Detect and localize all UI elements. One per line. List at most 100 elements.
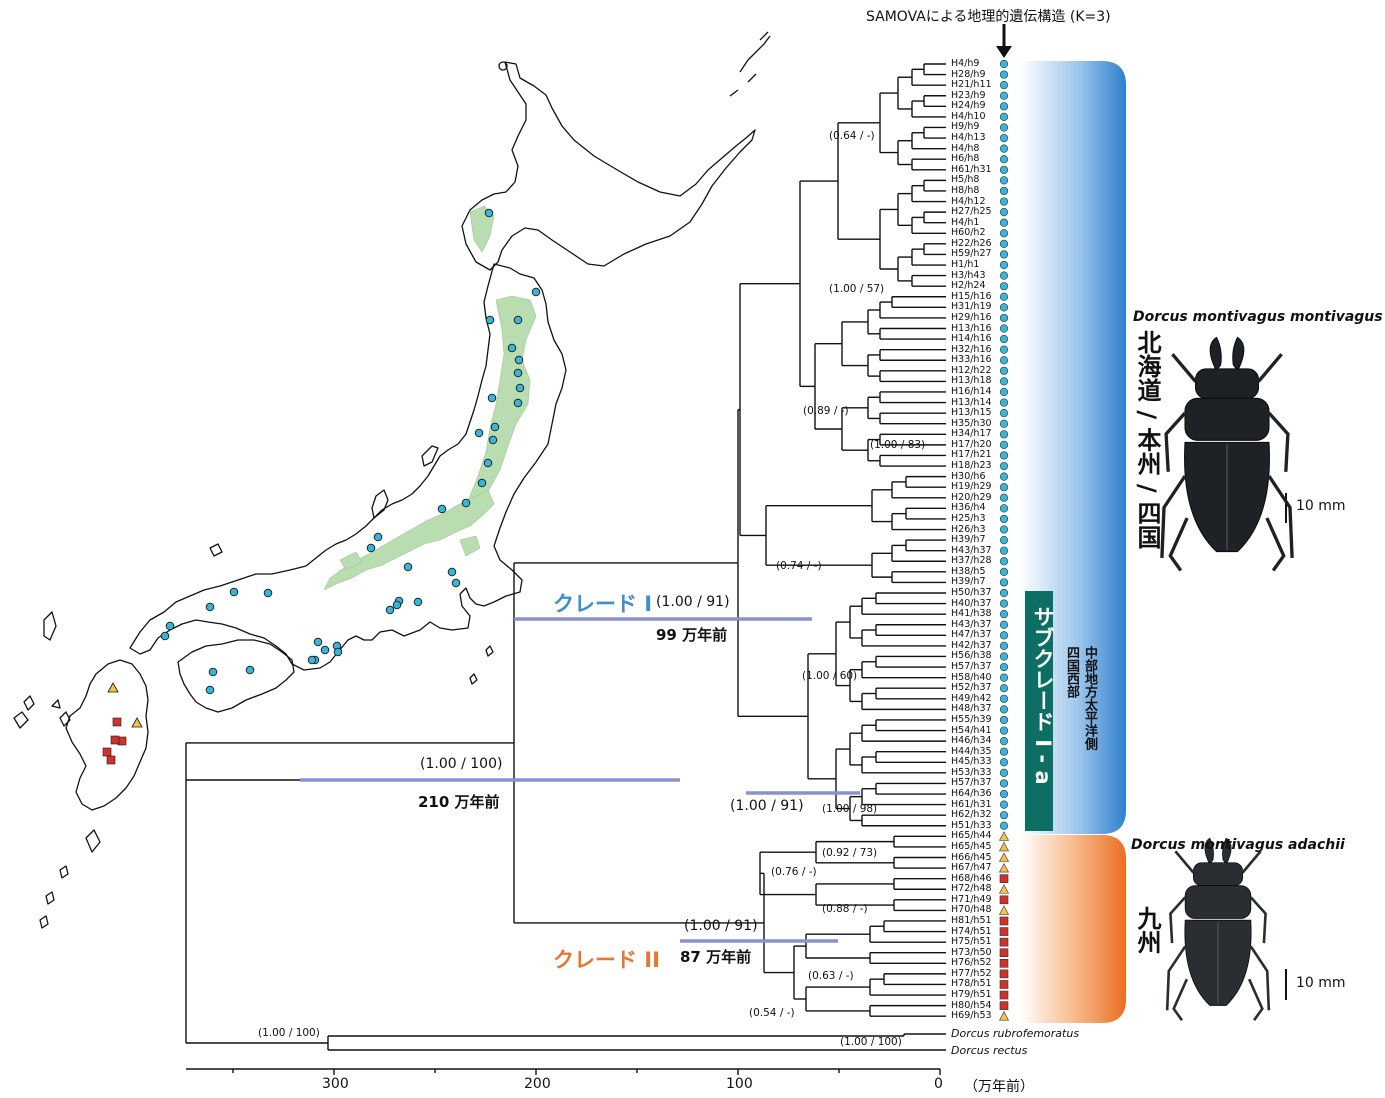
tip-label: H8/h8 <box>951 184 980 196</box>
tip-label: H44/h35 <box>951 745 992 757</box>
samova-marker-circle <box>999 409 1009 418</box>
region-south-label: 九州 <box>1133 906 1161 954</box>
tip-label: H13/h16 <box>951 322 992 334</box>
tip-label: H43/h37 <box>951 618 992 630</box>
samova-marker-square <box>999 916 1009 926</box>
clade2-support: (1.00 / 91) <box>684 918 758 934</box>
tip-label: H37/h28 <box>951 555 992 567</box>
site-marker-circle <box>485 315 495 325</box>
tip-label: H46/h34 <box>951 735 992 747</box>
site-marker-circle <box>507 343 517 353</box>
samova-marker-triangle <box>999 831 1009 841</box>
amakusa-islands <box>51 699 71 727</box>
tip-label: H56/h38 <box>951 650 992 662</box>
samova-title: SAMOVAによる地理的遺伝構造 (K=3) <box>866 9 1111 25</box>
tip-label: H54/h41 <box>951 724 992 736</box>
samova-marker-square <box>999 948 1009 958</box>
axis-tick-200: 200 <box>524 1076 551 1092</box>
support-value: (0.54 / -) <box>749 1007 795 1019</box>
southern-islands <box>39 865 69 929</box>
tip-label: H55/h39 <box>951 713 992 725</box>
samova-marker-circle <box>999 472 1009 481</box>
samova-marker-triangle <box>999 841 1009 852</box>
samova-marker-circle <box>999 197 1009 206</box>
tip-label: H22/h26 <box>951 237 992 249</box>
site-marker-square <box>112 717 122 727</box>
support-value: (1.00 / 57) <box>829 283 885 295</box>
tip-label: H4/h1 <box>951 216 980 228</box>
samova-marker-circle <box>999 737 1009 746</box>
tip-label: H75/h51 <box>951 936 992 948</box>
site-marker-circle <box>490 422 500 432</box>
phylogenetic-tree <box>185 63 946 1051</box>
root-support: (1.00 / 100) <box>420 756 503 772</box>
site-marker-circle <box>245 665 255 675</box>
scale-label-1: 10 mm <box>1296 498 1346 514</box>
tip-label: H28/h9 <box>951 68 986 80</box>
support-value: (0.92 / 73) <box>822 847 878 859</box>
samova-marker-square <box>999 990 1009 1000</box>
samova-marker-circle <box>999 303 1009 312</box>
tip-label: H19/h29 <box>951 481 992 493</box>
site-marker-circle <box>313 637 323 647</box>
samova-marker-circle <box>999 356 1009 365</box>
subclade-label: サブクレード I - a <box>1031 606 1055 785</box>
region-north-label: 北海道 / 本州 / 四国 <box>1133 330 1161 549</box>
samova-marker-circle <box>999 535 1009 545</box>
tip-label: H21/h11 <box>951 79 992 91</box>
tip-label: H60/h2 <box>951 227 986 239</box>
samova-marker-circle <box>999 292 1009 301</box>
kuril-islands <box>729 31 771 97</box>
site-marker-circle <box>451 578 461 588</box>
tip-label: H13/h18 <box>951 375 992 387</box>
samova-marker-circle <box>999 91 1009 100</box>
site-marker-circle <box>263 588 273 598</box>
outgroup-label-2: Dorcus rectus <box>951 1044 1028 1057</box>
support-value: (1.00 / 98) <box>822 803 878 815</box>
support-value: (1.00 / 83) <box>870 439 926 451</box>
site-marker-triangle <box>131 717 143 728</box>
samova-marker-circle <box>999 684 1009 693</box>
samova-marker-circle <box>999 271 1009 280</box>
samova-marker-square <box>999 980 1009 989</box>
tip-label: H70/h48 <box>951 904 992 916</box>
tip-label: H17/h21 <box>951 449 992 461</box>
tip-label: H2/h24 <box>951 280 986 292</box>
samova-marker-circle <box>999 229 1009 238</box>
axis-tick-0: 0 <box>934 1076 943 1092</box>
tip-label: H57/h37 <box>951 777 992 789</box>
site-marker-circle <box>461 498 471 508</box>
tip-label: H66/h45 <box>951 851 992 863</box>
samova-marker-square <box>999 958 1009 968</box>
tip-label: H43/h37 <box>951 544 992 556</box>
samova-marker-circle <box>999 493 1009 502</box>
tip-label: H15/h16 <box>951 290 992 302</box>
tip-label: H13/h15 <box>951 407 992 419</box>
samova-marker-square <box>999 874 1009 883</box>
tip-label: H49/h42 <box>951 692 992 704</box>
support-value: (0.64 / -) <box>829 130 875 142</box>
samova-marker-circle <box>999 451 1009 460</box>
tip-label: H4/h8 <box>951 142 980 154</box>
tip-label: H34/h17 <box>951 428 992 440</box>
samova-marker-circle <box>999 662 1009 672</box>
subclade-region-2: 四国西部 <box>1064 646 1079 698</box>
subclade-node-support: (1.00 / 91) <box>730 798 804 814</box>
tip-label: H61/h31 <box>951 163 992 175</box>
tip-label: H76/h52 <box>951 957 992 969</box>
site-marker-circle <box>487 393 497 403</box>
sampling-sites <box>102 208 541 765</box>
tip-label: H79/h51 <box>951 989 992 1001</box>
tip-label: H68/h46 <box>951 872 992 884</box>
samova-marker-circle <box>999 176 1009 185</box>
clade2-age: 87 万年前 <box>680 948 752 966</box>
samova-marker-circle <box>999 419 1009 428</box>
site-marker-circle <box>447 567 457 577</box>
site-marker-circle <box>483 458 493 468</box>
tip-label: H17/h20 <box>951 438 992 450</box>
samova-markers <box>999 59 1009 1021</box>
beetle-image-adachii <box>1165 837 1271 1021</box>
samova-marker-circle <box>999 218 1009 227</box>
samova-marker-circle <box>999 821 1009 830</box>
tip-label: H16/h14 <box>951 385 992 397</box>
